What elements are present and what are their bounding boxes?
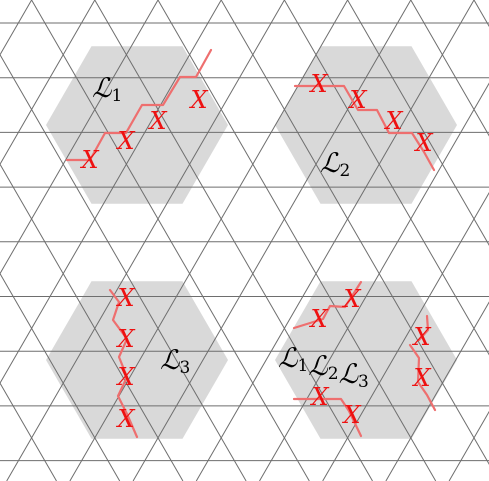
string-path-l1: [65, 48, 213, 162]
string-path-combined-1: [292, 280, 363, 330]
lattice-line-antidiagonal: [322, 191, 489, 481]
label-l1: ℒ1: [92, 73, 122, 107]
string-path-combined-2: [408, 343, 437, 412]
label-subscript: 2: [339, 161, 350, 181]
label-script: ℒ: [92, 73, 112, 104]
x-mark-l1l2l3-4: X: [411, 364, 431, 392]
string-path-combined-4: [417, 314, 430, 342]
label-l2: ℒ2: [320, 148, 350, 182]
lattice-line-antidiagonal: [0, 0, 222, 385]
region-hexagon-l1: [46, 46, 228, 204]
x-mark-l1l2l3-6: X: [341, 401, 361, 429]
label-script: ℒ: [160, 345, 180, 376]
x-mark-l3-1: X: [115, 284, 135, 312]
lattice-line-antidiagonal: [0, 0, 159, 275]
lattice-line-diagonal: [347, 0, 489, 246]
lattice-line-antidiagonal: [69, 0, 349, 481]
x-mark-l3-4: X: [115, 405, 135, 433]
x-mark-l1-4: X: [188, 86, 208, 114]
label-script: ℒ: [308, 351, 328, 382]
label-subscript: 2: [328, 364, 339, 384]
lattice-line-antidiagonal: [195, 0, 475, 481]
lattice-line-diagonal: [0, 382, 57, 481]
x-mark-l1-2: X: [115, 127, 135, 155]
lattice-line-diagonal: [220, 0, 489, 465]
label-subscript: 1: [297, 356, 308, 376]
lattice-line-antidiagonal: [448, 410, 489, 481]
lattice-line-antidiagonal: [132, 0, 412, 481]
region-hexagon-l2: [275, 46, 457, 204]
x-mark-l3-2: X: [115, 325, 135, 353]
lattice-line-antidiagonal: [0, 0, 96, 166]
lattice-line-antidiagonal: [385, 301, 489, 481]
label-l3: ℒ3: [160, 345, 190, 379]
x-mark-l2-2: X: [347, 86, 367, 114]
label-subscript: 3: [179, 358, 190, 378]
lattice-line-diagonal: [410, 0, 489, 137]
x-mark-l1l2l3-1: X: [308, 305, 328, 333]
label-script: ℒ: [339, 359, 359, 390]
x-mark-l2-1: X: [308, 70, 328, 98]
string-path-l3: [108, 288, 139, 439]
lattice-line-diagonal: [157, 0, 437, 481]
x-mark-l1l2l3-2: X: [341, 285, 361, 313]
lattice-line-diagonal: [0, 272, 121, 481]
x-mark-l1-1: X: [79, 146, 99, 174]
x-mark-l1-3: X: [147, 107, 167, 135]
string-operator-paths: [65, 48, 437, 439]
x-mark-l1l2l3-5: X: [309, 383, 329, 411]
lattice-line-diagonal: [94, 0, 373, 481]
label-subscript: 1: [111, 86, 122, 106]
lattice-line-antidiagonal: [259, 82, 489, 481]
label-script: ℒ: [320, 148, 340, 179]
label-l1l2l3: ℒ1ℒ2ℒ3: [278, 343, 369, 393]
string-path-l2: [293, 84, 436, 172]
x-mark-l2-4: X: [413, 129, 433, 157]
label-script: ℒ: [278, 343, 298, 374]
x-mark-l2-3: X: [383, 107, 403, 135]
lattice-line-diagonal: [31, 0, 310, 481]
lattice-line-antidiagonal: [0, 0, 33, 56]
string-path-combined-3: [292, 397, 363, 438]
region-hexagon-l3: [46, 281, 228, 439]
x-mark-l1l2l3-3: X: [411, 323, 431, 351]
lattice-line-diagonal: [0, 53, 247, 481]
lattice-line-diagonal: [0, 163, 184, 481]
lattice-line-diagonal: [283, 0, 489, 356]
label-subscript: 3: [358, 372, 369, 392]
lattice-line-antidiagonal: [6, 0, 285, 481]
x-mark-l3-3: X: [115, 363, 135, 391]
